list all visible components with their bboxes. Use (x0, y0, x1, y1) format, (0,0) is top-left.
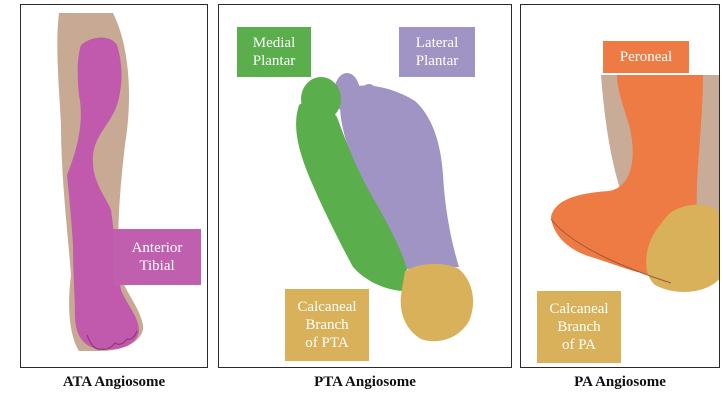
pa-panel: Peroneal CalcanealBranchof PA (520, 4, 720, 368)
pta-caption: PTA Angiosome (218, 374, 512, 391)
anterior-tibial-label: AnteriorTibial (113, 229, 201, 285)
pa-caption: PA Angiosome (520, 374, 720, 391)
lateral-plantar-label: LateralPlantar (399, 27, 475, 77)
lateral-toe-3 (378, 96, 396, 122)
pta-calcaneal-label: CalcanealBranchof PTA (285, 289, 369, 361)
pta-calcaneal-region (401, 264, 473, 341)
medial-plantar-label: MedialPlantar (237, 27, 311, 77)
peroneal-label: Peroneal (603, 41, 689, 73)
big-toe (301, 77, 341, 121)
ata-panel: AnteriorTibial (20, 4, 208, 368)
leg-illustration (21, 5, 208, 368)
ata-caption: ATA Angiosome (20, 374, 208, 391)
pta-panel: MedialPlantar LateralPlantar CalcanealBr… (218, 4, 512, 368)
lateral-toe-4 (395, 111, 411, 133)
pa-calcaneal-label: CalcanealBranchof PA (537, 291, 621, 363)
lateral-toe-2 (359, 84, 379, 114)
